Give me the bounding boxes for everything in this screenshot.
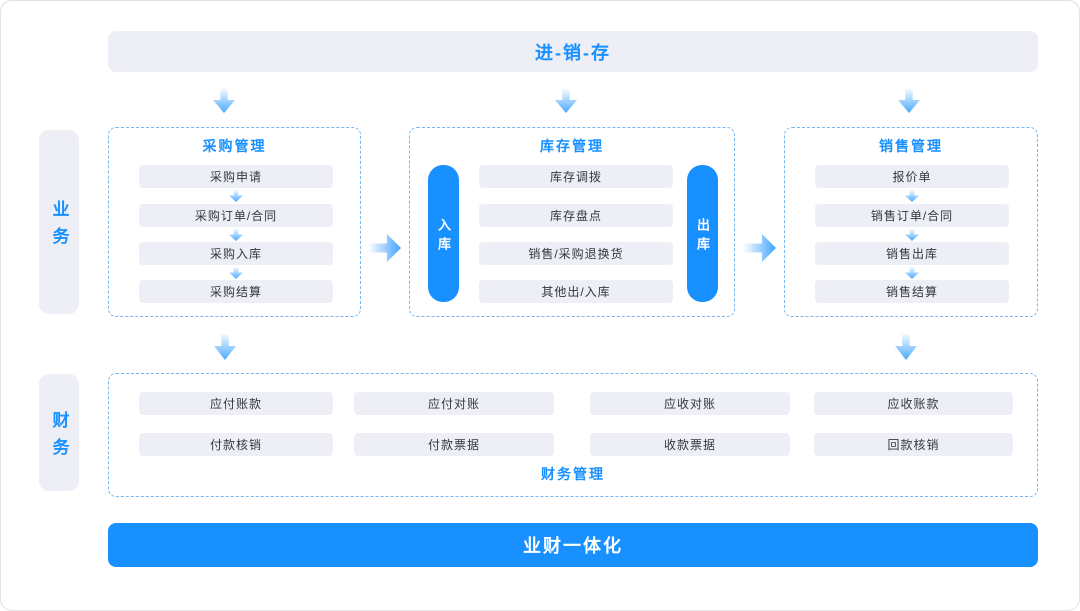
module-inventory-title: 库存管理 (540, 138, 604, 154)
node-accounts-payable: 应付账款 (139, 392, 333, 415)
node-sales-settlement: 销售结算 (815, 280, 1009, 303)
node-quotation: 报价单 (815, 165, 1009, 188)
node-purchase-inbound: 采购入库 (139, 242, 333, 265)
side-label-business-text: 业务 (49, 200, 69, 254)
arrow-down-icon (905, 190, 919, 202)
arrow-right-icon (744, 234, 776, 262)
pill-inbound: 入库 (428, 165, 459, 302)
node-payment-writeoff: 付款核销 (139, 433, 333, 456)
module-finance: 应付账款 应付对账 应收对账 应收账款 付款核销 付款票据 收款票据 回款核销 … (108, 373, 1038, 497)
module-purchase-title: 采购管理 (202, 138, 267, 154)
node-receipt-bills: 收款票据 (590, 433, 790, 456)
node-sales-order: 销售订单/合同 (815, 204, 1009, 227)
node-returns-exchanges: 销售/采购退换货 (479, 242, 673, 265)
arrow-down-icon (898, 89, 920, 113)
node-purchase-order: 采购订单/合同 (139, 204, 333, 227)
node-other-in-out: 其他出/入库 (479, 280, 673, 303)
pill-outbound-label: 出库 (695, 217, 710, 256)
pill-inbound-label: 入库 (436, 217, 451, 256)
node-purchase-settlement: 采购结算 (139, 280, 333, 303)
bottom-banner-label: 业财一体化 (523, 536, 623, 556)
node-accounts-receivable: 应收账款 (814, 392, 1013, 415)
side-label-finance-text: 财务 (49, 410, 69, 465)
module-sales-title: 销售管理 (879, 138, 943, 154)
module-finance-title: 财务管理 (541, 466, 605, 482)
arrow-down-icon (229, 190, 243, 202)
pill-outbound: 出库 (687, 165, 718, 302)
node-inventory-transfer: 库存调拨 (479, 165, 673, 188)
arrow-down-icon (229, 229, 243, 241)
side-label-business: 业务 (39, 130, 79, 314)
node-inventory-count: 库存盘点 (479, 204, 673, 227)
arrow-down-icon (229, 267, 243, 279)
node-purchase-request: 采购申请 (139, 165, 333, 188)
top-banner: 进-销-存 (108, 31, 1038, 72)
module-purchase: 采购管理 采购申请 采购订单/合同 采购入库 采购结算 (108, 127, 361, 317)
arrow-right-icon (369, 234, 401, 262)
side-label-finance: 财务 (39, 374, 79, 491)
arrow-down-icon (213, 89, 235, 113)
module-sales: 销售管理 报价单 销售订单/合同 销售出库 销售结算 (784, 127, 1038, 317)
top-banner-label: 进-销-存 (535, 42, 611, 63)
arrow-down-icon (895, 334, 917, 360)
module-inventory: 库存管理 入库 库存调拨 库存盘点 销售/采购退换货 其他出/入库 出库 (409, 127, 735, 317)
node-payment-bills: 付款票据 (354, 433, 554, 456)
node-sales-outbound: 销售出库 (815, 242, 1009, 265)
arrow-down-icon (555, 89, 577, 113)
node-collection-writeoff: 回款核销 (814, 433, 1013, 456)
arrow-down-icon (905, 267, 919, 279)
bottom-banner: 业财一体化 (108, 523, 1038, 567)
node-receivable-reconciliation: 应收对账 (590, 392, 790, 415)
arrow-down-icon (214, 334, 236, 360)
arrow-down-icon (905, 229, 919, 241)
node-payable-reconciliation: 应付对账 (354, 392, 554, 415)
